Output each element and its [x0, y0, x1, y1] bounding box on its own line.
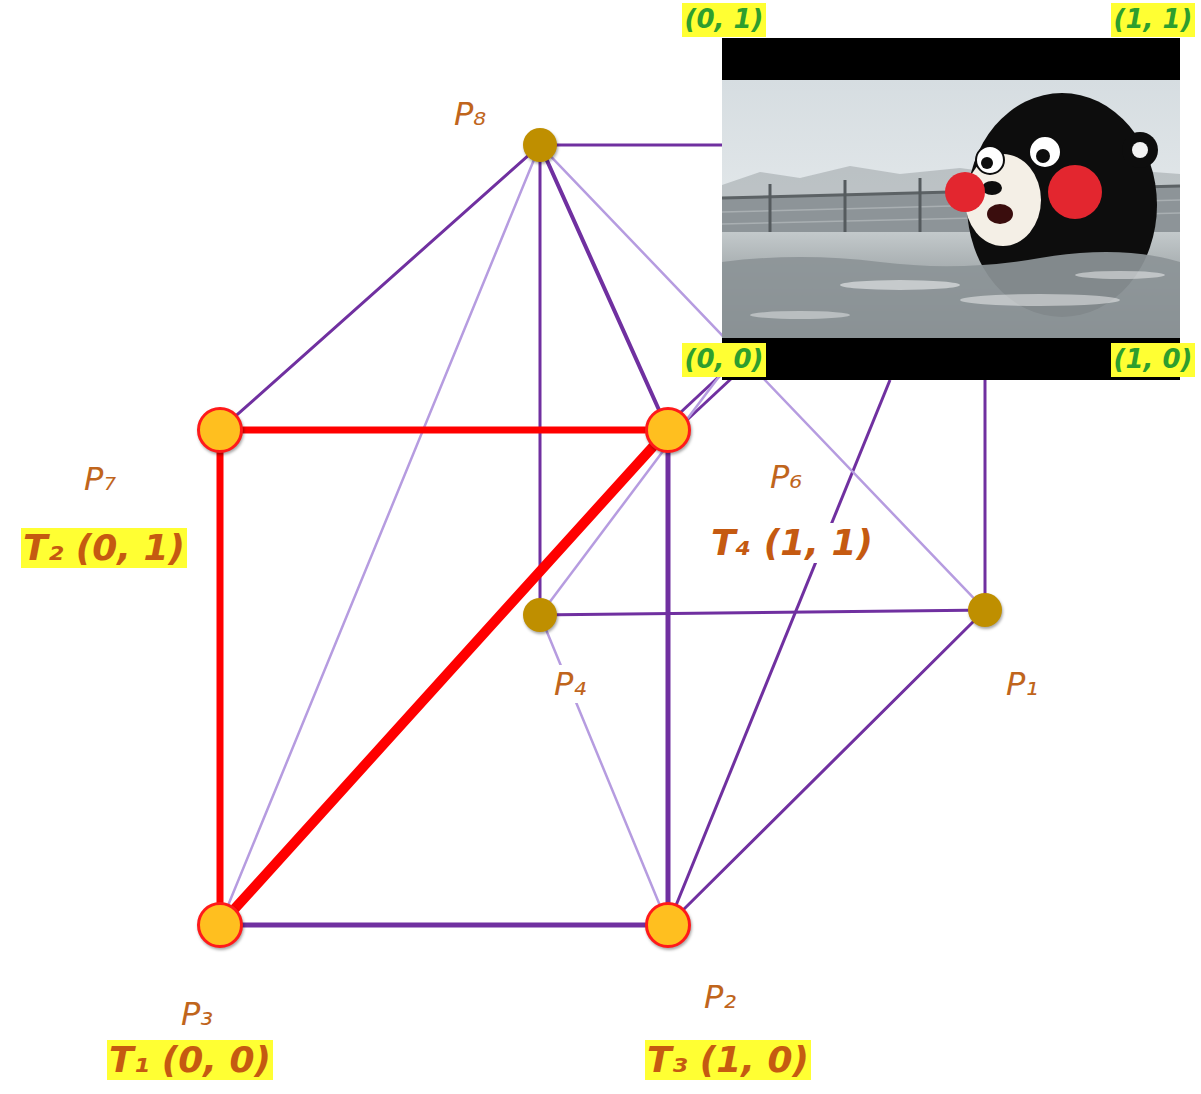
ripple — [750, 311, 850, 319]
cube-edge — [684, 622, 973, 909]
texture-corner-coordinate: (0, 1) — [682, 3, 767, 37]
cube-edge — [243, 427, 645, 434]
vertex-label: P₈ — [452, 95, 488, 133]
cube-edge — [217, 453, 224, 902]
edge-to-hidden-vertex — [984, 380, 987, 610]
cube-edge — [557, 610, 968, 615]
edge-to-hidden-vertex — [668, 380, 890, 925]
bear-eye — [976, 146, 1004, 174]
bear-mouth — [987, 204, 1013, 224]
bear-ear — [1122, 132, 1158, 168]
vertex-label: P₃ — [179, 995, 215, 1033]
texture-corner-coordinate: (1, 1) — [1111, 3, 1196, 37]
railing-post — [769, 184, 772, 238]
texture-corner-coordinate: (0, 0) — [682, 343, 767, 377]
vertex-point: P₄ — [523, 598, 557, 632]
ripple — [1075, 271, 1165, 279]
cube-edge — [235, 447, 652, 908]
texture-coordinate: T₃ (1, 0) — [645, 1040, 811, 1080]
vertex-point: P₁ — [968, 593, 1002, 627]
bear-ear — [1132, 142, 1148, 158]
texture-coordinate: T₄ (1, 1) — [709, 523, 875, 563]
bear-eye — [1029, 136, 1061, 168]
vertex-label: P₆ — [768, 458, 804, 496]
cube-edge — [229, 161, 534, 904]
sky — [722, 80, 1180, 338]
texture-coordinate: T₁ (0, 0) — [107, 1040, 273, 1080]
ripple — [840, 280, 960, 290]
vertex-point: P₂T₃ (1, 0) — [645, 902, 691, 948]
edge-to-hidden-vertex — [540, 144, 722, 147]
bear-nose — [982, 181, 1002, 195]
cube-edge — [547, 161, 659, 410]
vertex-label: P₁ — [1004, 665, 1040, 703]
bear-cheek — [945, 172, 985, 212]
cube-edge — [546, 631, 659, 904]
ripple — [960, 294, 1120, 306]
vertex-label: P₇ — [82, 460, 118, 498]
photo — [722, 80, 1180, 338]
railing-post — [844, 180, 847, 236]
vertex-label: P₄ — [552, 665, 588, 703]
water-front — [722, 252, 1180, 338]
cube-edge — [243, 923, 645, 928]
texture-coordinate: T₂ (0, 1) — [21, 528, 187, 568]
letterbox-bar — [722, 38, 1180, 80]
cube-edge — [237, 156, 527, 414]
cube-edge — [539, 162, 542, 598]
texture-corner-coordinate: (1, 0) — [1111, 343, 1196, 377]
vertex-point: P₈ — [523, 128, 557, 162]
railing-post — [919, 178, 922, 234]
bear-pupil — [1036, 149, 1050, 163]
cube-edge — [666, 453, 671, 902]
vertex-point: P₆T₄ (1, 1) — [645, 407, 691, 453]
bear-pupil — [981, 157, 993, 169]
bear-cheek — [1048, 165, 1102, 219]
vertex-point: P₃T₁ (0, 0) — [197, 902, 243, 948]
vertex-point: P₇T₂ (0, 1) — [197, 407, 243, 453]
vertex-label: P₂ — [702, 978, 738, 1016]
